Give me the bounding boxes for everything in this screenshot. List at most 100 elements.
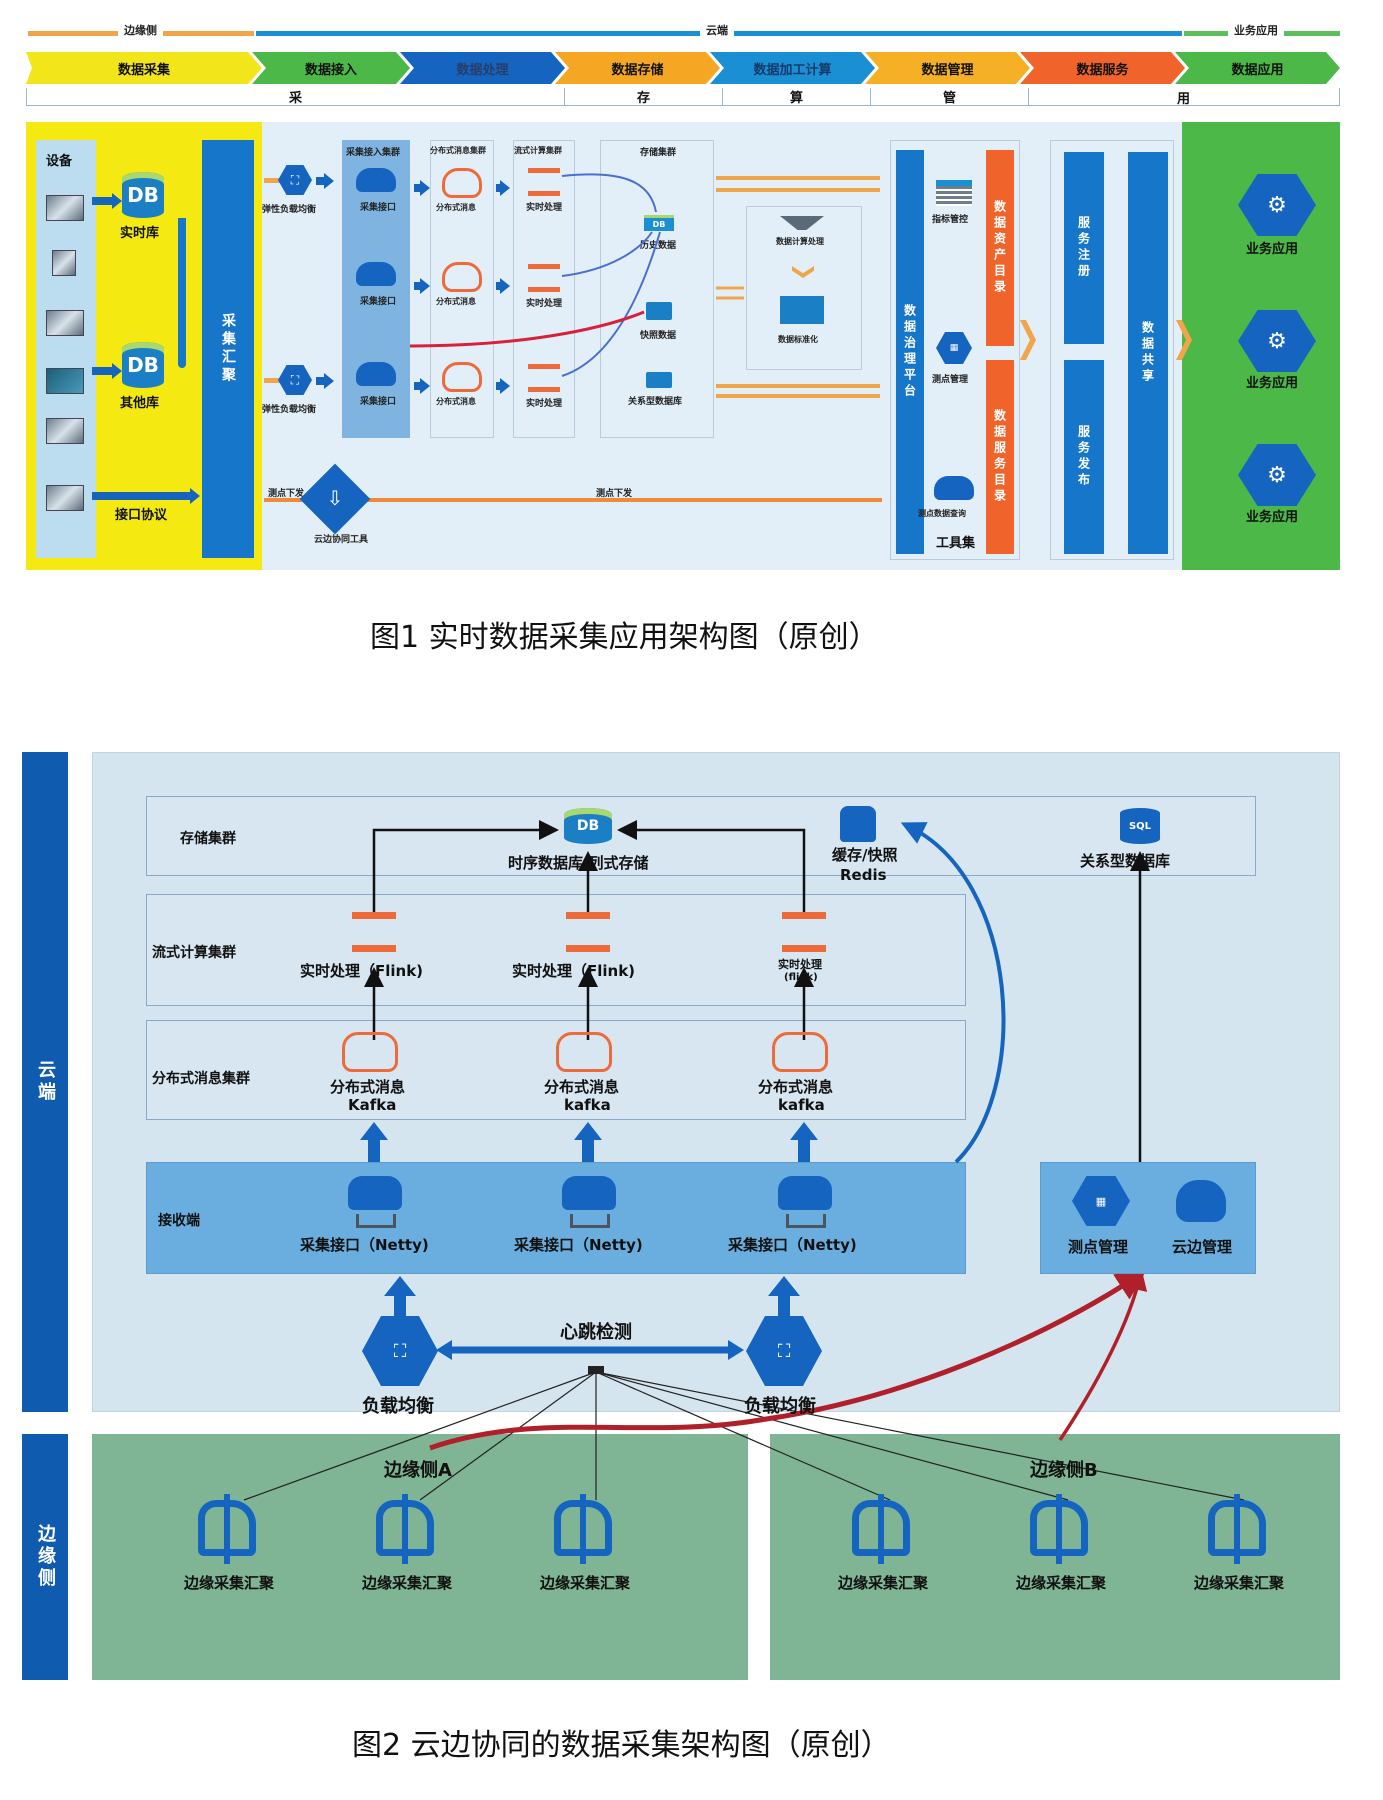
phase-manage: 管	[870, 88, 1028, 106]
arrow-head	[324, 373, 334, 389]
governance-box	[890, 140, 1020, 560]
netty-input-icon	[356, 1214, 396, 1228]
arrow-head	[112, 193, 122, 209]
load-balancer-label: 弹性负载均衡	[262, 205, 317, 215]
tsdb-icon: DB	[564, 808, 612, 844]
mq-cluster-label: 分布式消息集群	[430, 146, 486, 155]
realtime-processing-icon	[528, 264, 560, 292]
realtime-db-icon: DB	[122, 172, 164, 218]
arrow-head	[436, 1340, 452, 1360]
figure2-caption: 图2 云边协同的数据采集架构图（原创）	[352, 1728, 891, 1763]
edge-aggregate-arrow	[224, 1494, 230, 1564]
arrow-to-other-db	[92, 367, 114, 375]
flink-to-history-curve	[561, 173, 657, 213]
up-arrow	[360, 1122, 388, 1162]
netty-cloud-icon	[778, 1176, 832, 1210]
netty-label: 采集接口（Netty)	[514, 1236, 643, 1254]
toolset-label: 工具集	[936, 536, 976, 551]
collect-interface-label: 采集接口	[360, 203, 397, 213]
phase-compute: 算	[722, 88, 870, 106]
stream-layer	[146, 894, 966, 1006]
arrow	[496, 282, 502, 290]
mgmt-box	[1040, 1162, 1256, 1274]
collect-aggregate-bar: 采集汇聚	[202, 140, 254, 558]
netty-input-icon	[570, 1214, 610, 1228]
kafka-label: 分布式消息	[330, 1078, 406, 1096]
arrow	[316, 177, 326, 185]
realtime-db-label: 实时库	[120, 226, 160, 241]
flink-to-history-curve	[561, 231, 661, 377]
edge-aggregate-label: 边缘采集汇聚	[184, 1574, 275, 1592]
stage-data-compute: 数据加工计算	[710, 52, 875, 84]
edge-b-to-mgmt-curve	[1058, 1269, 1148, 1441]
orange-arrow	[264, 178, 280, 183]
redis-label: 缓存/快照	[832, 846, 898, 864]
stage-data-storage: 数据存储	[555, 52, 720, 84]
edge-aggregate-label: 边缘采集汇聚	[362, 1574, 453, 1592]
arrow-head	[190, 488, 200, 504]
edge-link-line	[419, 1371, 597, 1501]
other-db-icon: DB	[122, 342, 164, 388]
netty-input-icon	[786, 1214, 826, 1228]
arrow-head	[324, 173, 334, 189]
mq-cluster	[430, 140, 494, 438]
phase-use-label: 用	[1177, 92, 1191, 107]
stage-data-access: 数据接入	[252, 52, 410, 84]
flink-icon	[352, 912, 396, 952]
arrow	[496, 184, 502, 192]
cloud-edge-tool-label: 云边协同工具	[314, 535, 369, 545]
device-image	[46, 310, 84, 336]
stage-data-service: 数据服务	[1020, 52, 1185, 84]
distributed-message-icon	[442, 362, 482, 392]
realtime-processing-label: 实时处理	[526, 299, 563, 309]
chevron-right-icon	[1020, 320, 1036, 360]
device-image	[46, 195, 84, 221]
arrow-head	[500, 180, 510, 196]
flink-label: 实时处理（Flink)	[512, 962, 636, 980]
edge-aggregate-label: 边缘采集汇聚	[1016, 1574, 1107, 1592]
asset-catalog-bar: 数据资产目录	[986, 150, 1014, 346]
business-app-label: 业务应用	[1246, 510, 1299, 525]
service-publish-bar: 服务发布	[1064, 360, 1104, 554]
figure1-caption: 图1 实时数据采集应用架构图（原创）	[370, 620, 879, 655]
interface-protocol-label: 接口协议	[115, 508, 168, 523]
edge-link-line	[595, 1371, 1245, 1501]
access-cluster-label: 采集接入集群	[346, 148, 401, 158]
point-management-icon: ▦	[936, 332, 972, 364]
redis-sub-label: Redis	[840, 866, 887, 884]
arrow	[414, 382, 422, 390]
device-image	[52, 250, 76, 276]
stage-data-collection: 数据采集	[26, 52, 262, 84]
edge-aggregate-arrow	[878, 1494, 884, 1564]
phase-use: 用	[1028, 88, 1340, 107]
service-register-bar: 服务注册	[1064, 152, 1104, 344]
governance-platform-bar: 数据治理平台	[896, 150, 924, 554]
mq-layer-label: 分布式消息集群	[152, 1071, 250, 1087]
arrow-head	[420, 278, 430, 294]
relational-db-label: 关系型数据库	[628, 397, 683, 407]
edge-aggregate-label: 边缘采集汇聚	[540, 1574, 631, 1592]
chevron-right-icon	[1176, 320, 1192, 360]
arrow-head	[420, 378, 430, 394]
flink-label: 实时处理（Flink)	[300, 962, 424, 980]
other-db-label: 其他库	[120, 396, 160, 411]
compute-box	[746, 206, 862, 370]
edge-aggregate-label: 边缘采集汇聚	[1194, 1574, 1285, 1592]
kafka-icon	[772, 1032, 828, 1072]
device-image	[46, 368, 84, 394]
side-edge-label: 边缘侧	[22, 1434, 68, 1680]
stage-data-application: 数据应用	[1175, 52, 1340, 84]
heartbeat-hub-icon	[588, 1366, 604, 1374]
flink-to-tsdb-line	[372, 820, 559, 915]
up-arrow	[768, 1276, 800, 1316]
edge-aggregate-label: 边缘采集汇聚	[838, 1574, 929, 1592]
edge-a-to-mgmt-curve	[429, 1270, 1147, 1451]
cloud-edge-arrow-icon: ⇩	[326, 486, 344, 510]
point-delivery-label: 测点下发	[596, 489, 633, 499]
service-catalog-bar: 数据服务目录	[986, 360, 1014, 554]
redis-icon	[840, 806, 876, 842]
edge-side-a-area	[92, 1434, 748, 1680]
relational-db-icon	[646, 372, 672, 388]
flink-to-tsdb-line	[617, 820, 806, 915]
